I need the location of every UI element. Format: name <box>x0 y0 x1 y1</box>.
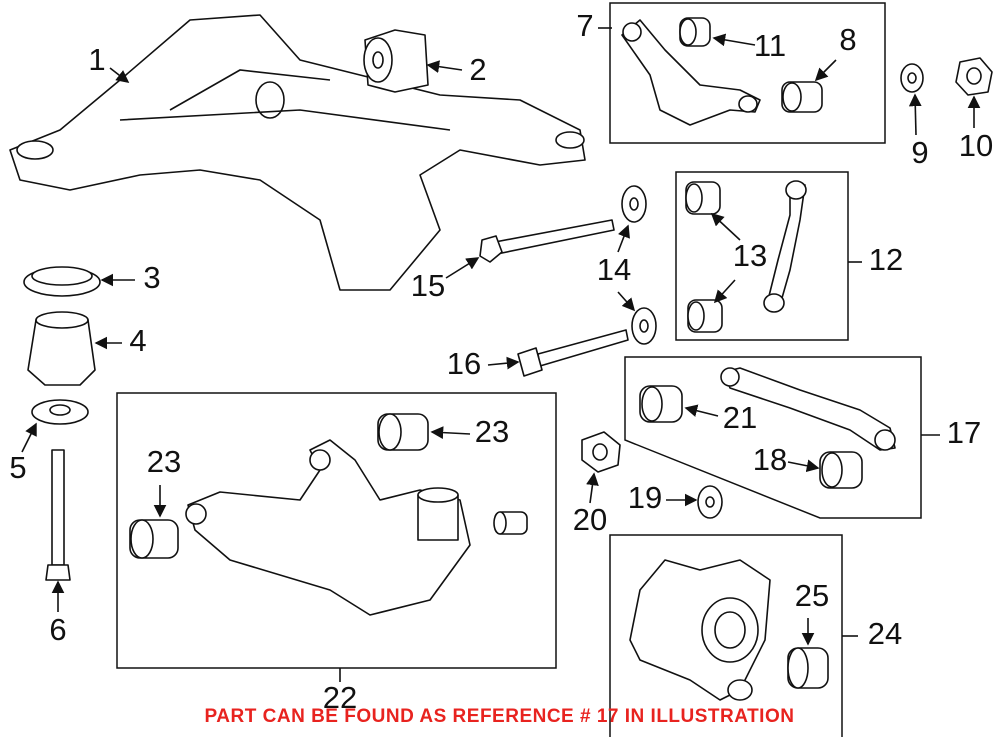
link-part-12 <box>763 180 807 313</box>
bushing-part-25 <box>787 647 829 689</box>
bushing-part-23b <box>129 519 179 559</box>
callout-23-lower: 23 <box>147 444 181 479</box>
washer-part-14a <box>621 185 647 223</box>
callout-9: 9 <box>911 135 928 170</box>
nut-part-20 <box>581 431 621 473</box>
callout-15: 15 <box>411 268 445 303</box>
callout-13: 13 <box>733 238 767 273</box>
callout-6: 6 <box>49 612 66 647</box>
callout-17: 17 <box>947 415 981 450</box>
knuckle-part-22 <box>185 439 471 616</box>
insulator-part-4 <box>27 311 96 386</box>
callout-22: 22 <box>323 680 357 715</box>
lower-link-part-17 <box>720 367 896 451</box>
pin-part <box>493 511 528 535</box>
bushing-part-23a <box>377 413 429 451</box>
callout-20: 20 <box>573 502 607 537</box>
bushing-part-21 <box>639 385 683 423</box>
bolt-part-16 <box>517 329 629 377</box>
group-box-17 <box>624 356 922 519</box>
callout-7: 7 <box>576 8 593 43</box>
callout-18: 18 <box>753 442 787 477</box>
leader-lines <box>21 27 981 682</box>
group-box-24 <box>609 534 843 737</box>
callout-1: 1 <box>88 42 105 77</box>
knuckle-part-24 <box>629 559 771 701</box>
callout-5: 5 <box>9 450 26 485</box>
callout-10: 10 <box>959 128 993 163</box>
callout-21: 21 <box>723 400 757 435</box>
bushing-part-8 <box>781 81 823 113</box>
callout-2: 2 <box>469 52 486 87</box>
bushing-part-13a <box>685 181 721 215</box>
callout-11: 11 <box>754 28 786 63</box>
callout-4: 4 <box>129 323 146 358</box>
bushing-part-2 <box>363 29 429 93</box>
group-box-7 <box>609 2 886 144</box>
mount-seat-part-3 <box>23 266 101 297</box>
washer-part-14b <box>631 307 657 345</box>
upper-arm-part-7 <box>621 19 761 126</box>
callout-8: 8 <box>839 22 856 57</box>
washer-part-5 <box>31 399 89 425</box>
callout-24: 24 <box>868 616 902 651</box>
nut-part-10 <box>955 57 993 96</box>
washer-part-19 <box>697 485 723 519</box>
callout-23-upper: 23 <box>475 414 509 449</box>
group-box-22 <box>116 392 557 669</box>
bolt-part-15 <box>479 219 615 263</box>
reference-note: PART CAN BE FOUND AS REFERENCE # 17 IN I… <box>204 706 795 727</box>
washer-part-9 <box>900 63 924 93</box>
bushing-part-18 <box>819 451 863 489</box>
subframe-part <box>9 14 586 291</box>
group-box-12 <box>675 171 849 341</box>
bushing-part-13b <box>687 299 723 333</box>
callout-14: 14 <box>597 252 631 287</box>
bushing-part-11 <box>679 17 711 47</box>
callout-25: 25 <box>795 578 829 613</box>
bolt-part-6 <box>45 449 71 581</box>
callout-3: 3 <box>143 260 160 295</box>
callout-16: 16 <box>447 346 481 381</box>
callout-19: 19 <box>628 480 662 515</box>
callout-12: 12 <box>869 242 903 277</box>
